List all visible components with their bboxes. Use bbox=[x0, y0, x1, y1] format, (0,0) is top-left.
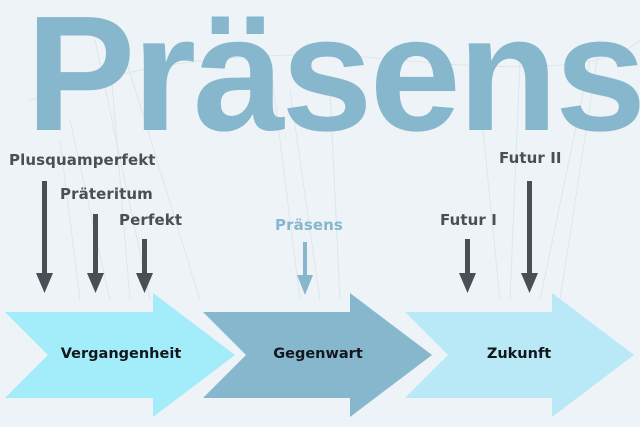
arrow-down-icon-plusquamperfekt bbox=[36, 181, 53, 293]
tense-label-plusquamperfekt: Plusquamperfekt bbox=[9, 151, 156, 169]
arrow-down-icon-perfekt bbox=[136, 239, 153, 293]
chevron-vergangenheit bbox=[5, 293, 235, 417]
phase-label-vergangenheit: Vergangenheit bbox=[60, 346, 182, 362]
page-title: Präsens bbox=[26, 0, 640, 165]
phase-label-gegenwart: Gegenwart bbox=[273, 346, 363, 362]
tense-label-perfekt: Perfekt bbox=[119, 211, 183, 229]
tense-label-futur-1: Futur I bbox=[440, 211, 497, 229]
tense-label-praeteritum: Präteritum bbox=[60, 185, 153, 203]
arrow-down-icon-futur-2 bbox=[521, 181, 538, 293]
tense-label-futur-2: Futur II bbox=[499, 149, 562, 167]
chevron-zukunft bbox=[405, 293, 634, 417]
arrow-down-icon-praesens bbox=[297, 242, 313, 295]
arrow-down-icon-praeteritum bbox=[87, 214, 104, 293]
chevron-gegenwart bbox=[203, 293, 432, 417]
arrow-down-icon-futur-1 bbox=[459, 239, 476, 293]
tense-label-praesens: Präsens bbox=[275, 216, 343, 234]
phase-label-zukunft: Zukunft bbox=[486, 346, 552, 362]
